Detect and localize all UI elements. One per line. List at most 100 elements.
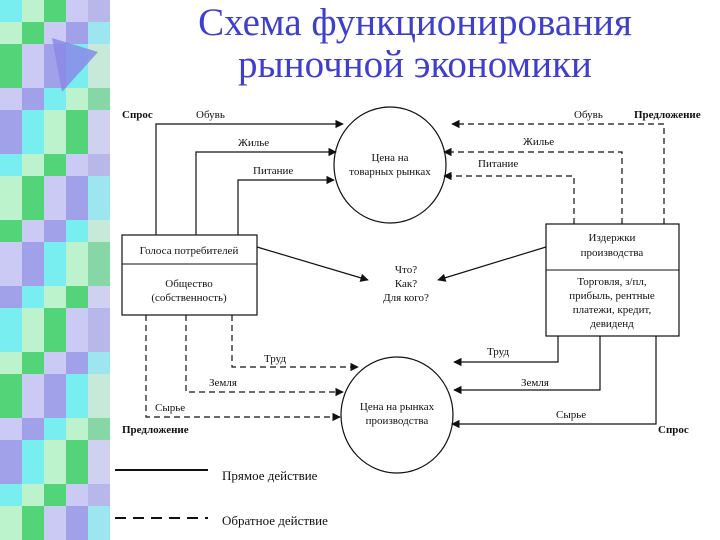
- firms-box-bottom-line-4: девиденд: [590, 318, 634, 330]
- decorative-tile: [0, 462, 22, 484]
- decorative-tile: [22, 440, 44, 462]
- decorative-tile: [22, 396, 44, 418]
- supply-shoes-line: [451, 119, 665, 224]
- firms-box-bottom-line-3: платежи, кредит,: [573, 304, 652, 316]
- decorative-tile: [88, 374, 110, 396]
- decorative-tile: [88, 484, 110, 506]
- goods-market-label-line-1: Цена на: [371, 152, 408, 164]
- decorative-tile: [0, 528, 22, 540]
- decorative-tile: [66, 198, 88, 220]
- decorative-tile: [0, 176, 22, 198]
- decorative-tile: [88, 22, 110, 44]
- decorative-tile: [0, 286, 22, 308]
- decorative-tile: [22, 484, 44, 506]
- decorative-tile: [22, 308, 44, 330]
- decorative-tile: [88, 506, 110, 528]
- question-how: Как?: [395, 278, 417, 290]
- factor-market-circle: [340, 356, 454, 474]
- decorative-tile: [66, 242, 88, 264]
- decorative-tile: [66, 0, 88, 22]
- decorative-tile: [66, 22, 88, 44]
- decorative-tile: [88, 88, 110, 110]
- decorative-tile: [88, 308, 110, 330]
- decorative-tile: [66, 352, 88, 374]
- decorative-tile: [66, 154, 88, 176]
- supply-housing-line: [443, 147, 623, 224]
- factor-demand-labor-label: Труд: [487, 346, 509, 358]
- decorative-tile: [22, 418, 44, 440]
- decorative-tile: [66, 176, 88, 198]
- households-box-top: Голоса потребителей: [140, 245, 239, 257]
- decorative-tile: [44, 286, 66, 308]
- question-what: Что?: [395, 264, 417, 276]
- decorative-tile: [44, 242, 66, 264]
- decorative-tile: [66, 528, 88, 540]
- decorative-tile: [88, 396, 110, 418]
- decorative-tile: [88, 154, 110, 176]
- decorative-tile: [22, 22, 44, 44]
- households-box-bottom-line-1: Общество: [165, 278, 213, 290]
- households-box-bottom-line-2: (собственность): [151, 292, 227, 304]
- demand-shoes-label: Обувь: [196, 109, 225, 121]
- decorative-tile: [88, 286, 110, 308]
- decorative-tile: [22, 264, 44, 286]
- decorative-tile: [0, 110, 22, 132]
- decorative-tile: [88, 264, 110, 286]
- label-supply-top-right: Предложение: [634, 109, 701, 121]
- decorative-tile: [22, 132, 44, 154]
- decorative-tile: [44, 88, 66, 110]
- demand-housing-label: Жилье: [238, 137, 269, 149]
- decorative-tile: [22, 330, 44, 352]
- decorative-tile: [0, 88, 22, 110]
- decorative-tile: [0, 440, 22, 462]
- label-demand-top-left: Спрос: [122, 109, 153, 121]
- decorative-tile: [88, 176, 110, 198]
- decorative-tile: [0, 22, 22, 44]
- demand-shoes-line: [155, 119, 344, 235]
- decorative-tile: [0, 242, 22, 264]
- decorative-tile: [88, 132, 110, 154]
- question-for-whom: Для кого?: [383, 292, 429, 304]
- firms-box-top-line-2: производства: [581, 247, 644, 259]
- decorative-tile: [22, 242, 44, 264]
- decorative-tile: [66, 220, 88, 242]
- decorative-tile: [44, 462, 66, 484]
- decorative-tile: [44, 330, 66, 352]
- decorative-tile: [88, 352, 110, 374]
- decorative-tile: [0, 132, 22, 154]
- factor-supply-labor-line: [231, 315, 359, 372]
- decorative-tile: [44, 132, 66, 154]
- decorative-tile: [22, 66, 44, 88]
- decorative-tile: [44, 352, 66, 374]
- decorative-tile: [22, 374, 44, 396]
- decorative-tile: [22, 198, 44, 220]
- decorative-tile: [66, 88, 88, 110]
- decorative-tile: [88, 220, 110, 242]
- decorative-tile: [88, 330, 110, 352]
- decorative-tile: [44, 528, 66, 540]
- decorative-tile: [22, 154, 44, 176]
- decorative-tile: [0, 220, 22, 242]
- factor-market-label-line-2: производства: [366, 415, 429, 427]
- supply-housing-label: Жилье: [523, 136, 554, 148]
- decorative-tile: [44, 154, 66, 176]
- decorative-tile: [88, 0, 110, 22]
- legend-reverse-label: Обратное действие: [222, 513, 328, 528]
- decorative-tile: [22, 176, 44, 198]
- decorative-tile: [0, 330, 22, 352]
- decorative-tile: [0, 44, 22, 66]
- decorative-tile: [66, 506, 88, 528]
- decorative-tile: [88, 66, 110, 88]
- decorative-tile: [66, 330, 88, 352]
- decorative-tile: [44, 198, 66, 220]
- demand-housing-line: [195, 147, 337, 235]
- demand-food-label: Питание: [253, 165, 293, 177]
- title-line-2: рыночной экономики: [238, 43, 592, 86]
- decorative-tile: [44, 22, 66, 44]
- decorative-tile: [22, 462, 44, 484]
- factor-demand-land-line: [453, 336, 601, 395]
- firms-box-bottom-line-2: прибыль, рентные: [569, 290, 655, 302]
- factor-supply-labor-label: Труд: [264, 353, 286, 365]
- decorative-tile: [66, 132, 88, 154]
- factor-supply-raw-label: Сырье: [155, 402, 185, 414]
